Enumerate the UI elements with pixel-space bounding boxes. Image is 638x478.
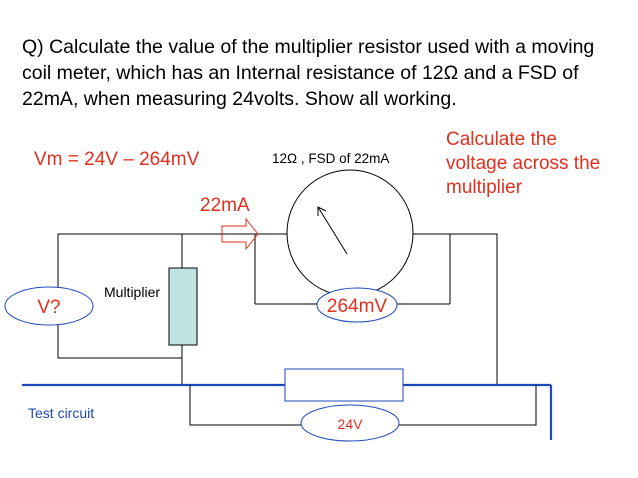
voltmeter-ellipse-label: V?: [37, 297, 60, 318]
voltmeter-ellipse: [4, 286, 94, 326]
vm-equation: Vm = 24V – 264mV: [34, 149, 200, 170]
needle-arrow-icon: [317, 206, 348, 255]
meter-spec-label: 12Ω , FSD of 22mA: [272, 151, 390, 166]
supply-label: 24V: [338, 416, 364, 432]
moving-coil-meter: [286, 169, 414, 297]
current-label: 22mA: [200, 195, 250, 216]
meter-drop-ellipse: [316, 287, 398, 323]
multiplier-label: Multiplier: [104, 284, 161, 300]
meter-drop-label: 264mV: [327, 296, 388, 317]
supply-ellipse: [300, 404, 400, 442]
multiplier-resistor: [168, 267, 198, 346]
meter-branch-wires: [248, 233, 498, 385]
supply-loop-wires: [189, 385, 537, 426]
load-box: [284, 368, 404, 402]
right-arrow-outline-icon: [221, 217, 259, 251]
voltmeter-loop-wires: [57, 233, 248, 359]
question-text: Q) Calculate the value of the multiplier…: [22, 36, 595, 110]
calculate-note: Calculate the voltage across the multipl…: [446, 129, 601, 198]
test-circuit-label: Test circuit: [28, 405, 95, 421]
